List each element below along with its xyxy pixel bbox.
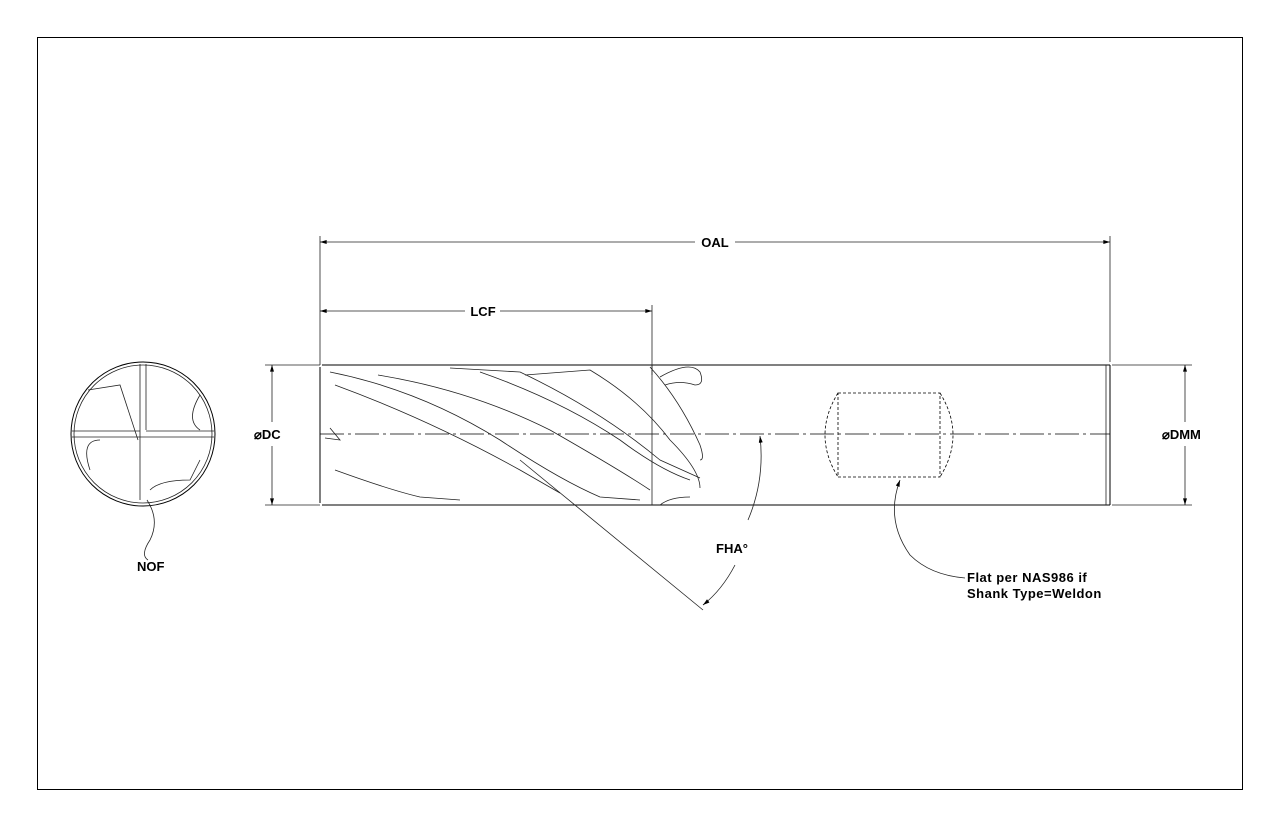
flat-leader xyxy=(894,479,966,579)
end-view xyxy=(70,361,216,561)
dmm-dimension xyxy=(1112,364,1192,506)
nof-label: NOF xyxy=(137,559,165,574)
dmm-label: ⌀DMM xyxy=(1162,427,1201,442)
oal-dimension xyxy=(319,236,1111,365)
weldon-flat xyxy=(824,392,966,579)
lcf-dimension xyxy=(320,305,653,375)
dc-label: ⌀DC xyxy=(254,427,281,442)
dc-dimension xyxy=(265,364,320,506)
drawing-frame xyxy=(37,37,1243,790)
flat-note-line2: Shank Type=Weldon xyxy=(967,586,1102,601)
fha-dimension xyxy=(519,435,763,611)
nof-leader xyxy=(144,499,155,561)
flat-note-line1: Flat per NAS986 if xyxy=(967,570,1087,585)
oal-label: OAL xyxy=(701,235,729,250)
tool-side-view xyxy=(319,364,1111,506)
fha-label: FHA° xyxy=(716,541,748,556)
lcf-label: LCF xyxy=(470,304,495,319)
